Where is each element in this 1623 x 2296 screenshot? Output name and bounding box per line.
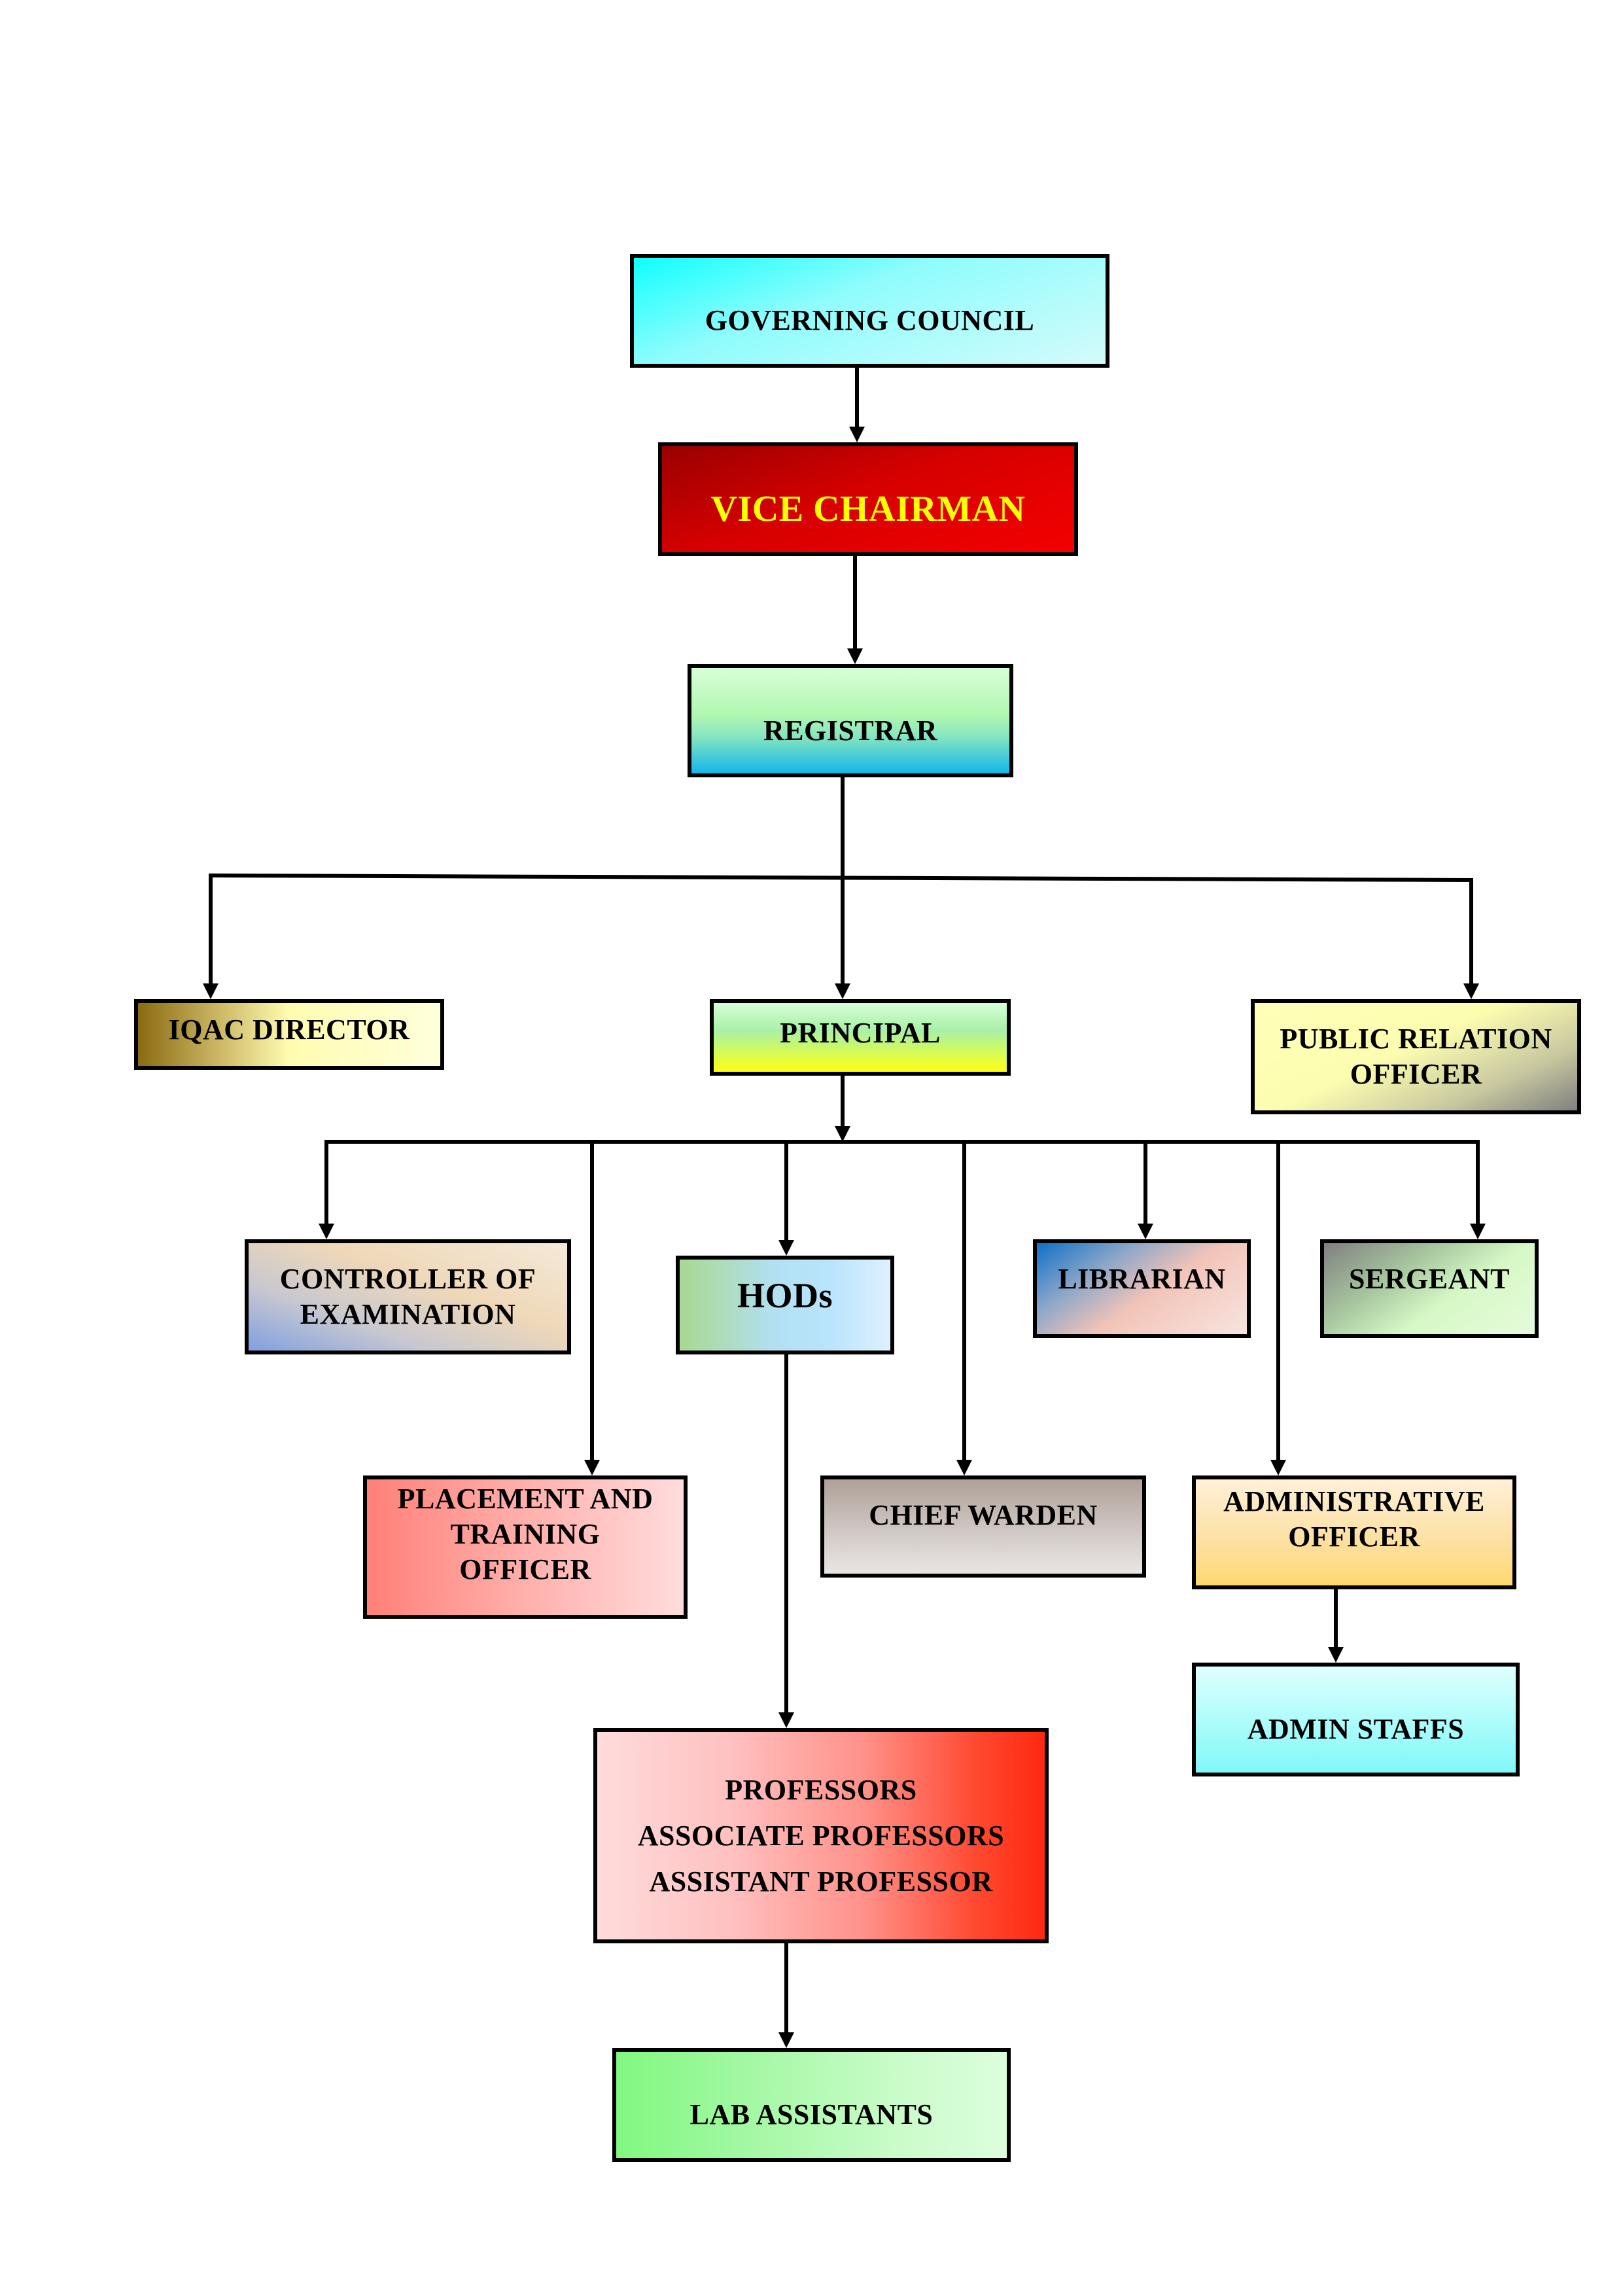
edge-registrar-bus bbox=[210, 874, 1474, 882]
arrowhead-icon bbox=[835, 1126, 850, 1142]
arrowhead-icon bbox=[1138, 1224, 1153, 1239]
node-label: VICE CHAIRMAN bbox=[710, 489, 1026, 529]
node-label: EXAMINATION bbox=[300, 1298, 516, 1330]
node-label: HODs bbox=[737, 1275, 833, 1315]
node-admin-staffs: ADMIN STAFFS bbox=[1192, 1663, 1520, 1776]
node-label: PLACEMENT AND bbox=[397, 1482, 654, 1515]
node-librarian: LIBRARIAN bbox=[1033, 1239, 1251, 1338]
arrowhead-icon bbox=[778, 1240, 794, 1256]
node-sergeant: SERGEANT bbox=[1320, 1239, 1539, 1338]
node-label: OFFICER bbox=[459, 1553, 591, 1585]
node-label: PUBLIC RELATION bbox=[1280, 1023, 1552, 1055]
node-label: TRAINING bbox=[450, 1517, 601, 1550]
arrowhead-icon bbox=[778, 1712, 794, 1728]
arrowhead-icon bbox=[1470, 1224, 1486, 1239]
arrowhead-icon bbox=[1463, 983, 1479, 999]
node-vice-chairman: VICE CHAIRMAN bbox=[658, 442, 1078, 556]
arrowhead-icon bbox=[956, 1460, 972, 1475]
arrowhead-icon bbox=[203, 983, 218, 999]
node-label: LIBRARIAN bbox=[1058, 1263, 1226, 1295]
node-controller-of-examination: CONTROLLER OF EXAMINATION bbox=[245, 1239, 571, 1354]
arrowhead-icon bbox=[847, 648, 863, 664]
node-faculty: PROFESSORS ASSOCIATE PROFESSORS ASSISTAN… bbox=[593, 1728, 1049, 1943]
node-label: LAB ASSISTANTS bbox=[689, 2098, 934, 2130]
node-administrative-officer: ADMINISTRATIVE OFFICER bbox=[1192, 1475, 1516, 1589]
node-label: ADMINISTRATIVE bbox=[1223, 1485, 1485, 1517]
node-label: PROFESSORS bbox=[725, 1773, 917, 1806]
node-label: ASSOCIATE PROFESSORS bbox=[637, 1819, 1005, 1852]
node-governing-council: GOVERNING COUNCIL bbox=[630, 254, 1109, 368]
arrowhead-icon bbox=[584, 1460, 600, 1475]
node-label: ASSISTANT PROFESSOR bbox=[649, 1865, 993, 1898]
arrowhead-icon bbox=[778, 2032, 794, 2048]
arrowhead-icon bbox=[319, 1224, 334, 1239]
node-public-relation-officer: PUBLIC RELATION OFFICER bbox=[1251, 999, 1581, 1114]
node-lab-assistants: LAB ASSISTANTS bbox=[612, 2048, 1011, 2162]
node-registrar: REGISTRAR bbox=[688, 664, 1013, 777]
node-label: IQAC DIRECTOR bbox=[168, 1014, 410, 1046]
arrowhead-icon bbox=[1328, 1647, 1344, 1663]
node-label: SERGEANT bbox=[1348, 1263, 1510, 1295]
arrowhead-icon bbox=[849, 427, 865, 442]
node-label: ADMIN STAFFS bbox=[1247, 1713, 1465, 1745]
node-hods: HODs bbox=[676, 1256, 894, 1354]
arrowhead-icon bbox=[1270, 1460, 1286, 1475]
node-label: OFFICER bbox=[1350, 1058, 1482, 1090]
node-label: CHIEF WARDEN bbox=[869, 1499, 1098, 1531]
node-label: PRINCIPAL bbox=[780, 1016, 941, 1049]
arrowhead-icon bbox=[835, 983, 850, 999]
node-placement-officer: PLACEMENT AND TRAINING OFFICER bbox=[363, 1475, 688, 1619]
node-chief-warden: CHIEF WARDEN bbox=[820, 1475, 1146, 1578]
node-principal: PRINCIPAL bbox=[710, 999, 1011, 1076]
node-iqac-director: IQAC DIRECTOR bbox=[134, 999, 444, 1070]
node-label: GOVERNING COUNCIL bbox=[705, 304, 1035, 336]
node-label: OFFICER bbox=[1288, 1521, 1420, 1553]
node-label: CONTROLLER OF bbox=[279, 1263, 536, 1295]
node-label: REGISTRAR bbox=[763, 714, 938, 747]
